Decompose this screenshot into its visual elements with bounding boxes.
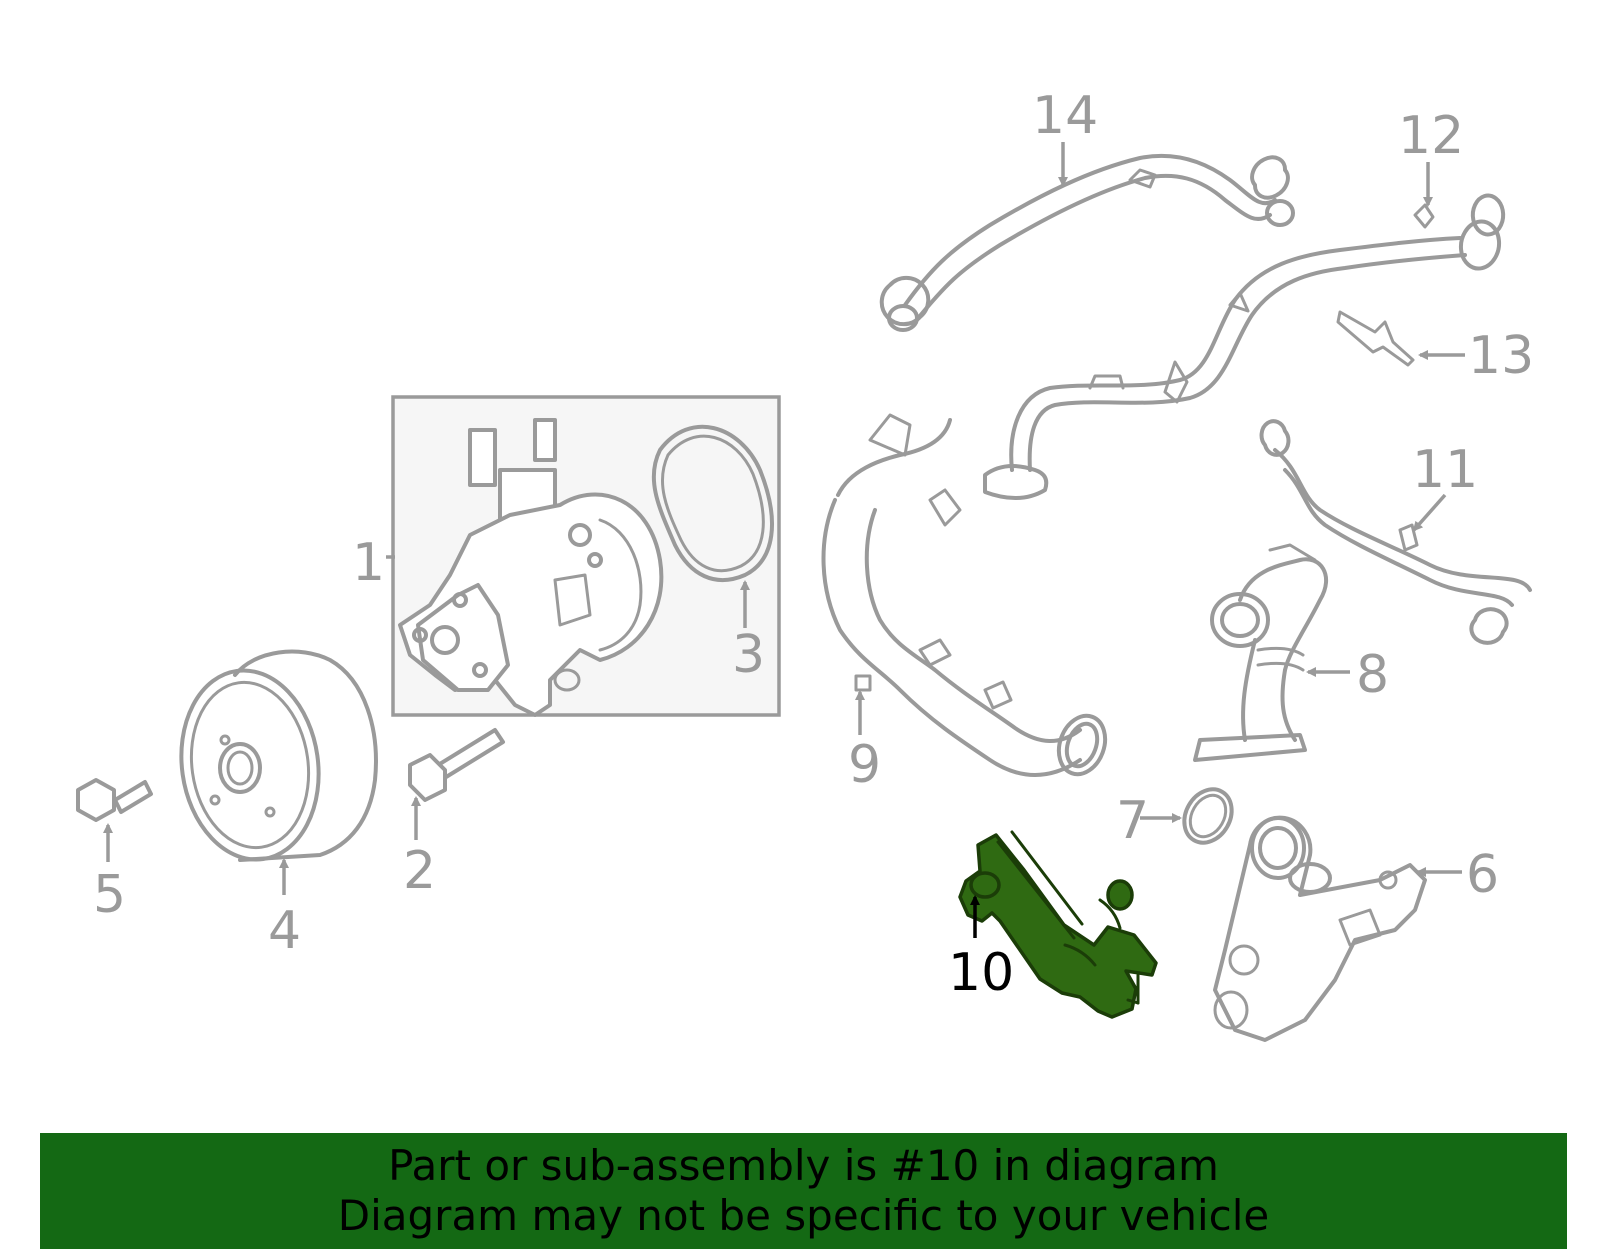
callout-2: 2 xyxy=(403,841,436,901)
callout-4: 4 xyxy=(268,901,301,961)
part-6-thermostat[interactable] xyxy=(1213,815,1427,1042)
part-4-pulley[interactable] xyxy=(169,649,378,869)
callout-6: 6 xyxy=(1466,845,1499,905)
leader-arrows xyxy=(103,142,1465,938)
part-14-hose[interactable] xyxy=(879,153,1295,332)
part-2-bolt[interactable] xyxy=(408,728,505,802)
part-1-water-pump[interactable] xyxy=(398,418,664,717)
part-8-housing[interactable] xyxy=(1193,543,1328,762)
part-13-bracket[interactable] xyxy=(1336,310,1415,367)
part-7-o-ring[interactable] xyxy=(1175,781,1241,851)
callout-11: 11 xyxy=(1412,440,1478,500)
part-3-gasket[interactable] xyxy=(651,424,774,582)
info-banner: Part or sub-assembly is #10 in diagram D… xyxy=(40,1133,1567,1249)
part-5-bolt[interactable] xyxy=(76,778,153,822)
callout-3: 3 xyxy=(732,625,765,685)
banner-line-1: Part or sub-assembly is #10 in diagram xyxy=(388,1141,1219,1190)
leader-11 xyxy=(1412,493,1447,532)
part-12-hose[interactable] xyxy=(983,193,1506,501)
callout-5: 5 xyxy=(93,865,126,925)
callout-8: 8 xyxy=(1356,645,1389,705)
callout-14: 14 xyxy=(1032,86,1098,146)
callout-10: 10 xyxy=(948,943,1014,1003)
callout-1: 1 xyxy=(352,533,385,593)
callout-9: 9 xyxy=(848,735,881,795)
part-9-duct[interactable] xyxy=(821,413,1113,781)
part-11-hose[interactable] xyxy=(1259,419,1532,645)
banner-line-2: Diagram may not be specific to your vehi… xyxy=(337,1191,1270,1240)
callout-12: 12 xyxy=(1398,106,1464,166)
part-10-hose-highlighted[interactable] xyxy=(958,830,1158,1019)
callout-7: 7 xyxy=(1116,791,1149,851)
callout-labels: 1 2 3 4 5 6 7 8 9 10 11 12 13 14 xyxy=(93,86,1534,1003)
callout-13: 13 xyxy=(1468,326,1534,386)
